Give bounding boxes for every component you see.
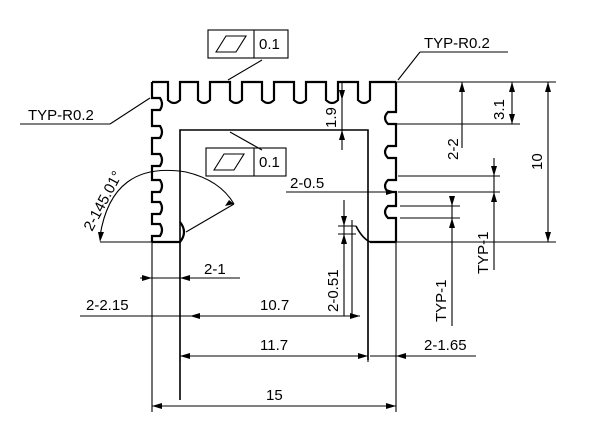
label-10: 10 bbox=[529, 153, 546, 170]
label-2-1: 2-1 bbox=[204, 261, 226, 278]
label-3-1: 3.1 bbox=[491, 99, 508, 120]
label-typ-1-upper: TYP-1 bbox=[475, 231, 492, 274]
angle-dimension bbox=[98, 169, 235, 243]
label-2-2-15: 2-2.15 bbox=[86, 297, 129, 314]
dimension-labels: TYP-R0.2 TYP-R0.2 1.9 3.1 2-2 10 2-145.0… bbox=[28, 35, 546, 404]
top-edge-notched bbox=[152, 80, 396, 105]
label-1-9: 1.9 bbox=[323, 107, 340, 128]
leader-lines bbox=[20, 51, 508, 151]
dimension-lines bbox=[80, 82, 551, 409]
label-typ-r02-top: TYP-R0.2 bbox=[424, 35, 490, 52]
extension-lines bbox=[151, 81, 556, 412]
label-typ-1-lower: TYP-1 bbox=[433, 279, 450, 322]
flatness-symbol-icon bbox=[215, 35, 247, 53]
label-2-0-5: 2-0.5 bbox=[290, 175, 324, 192]
label-typ-r02-left: TYP-R0.2 bbox=[28, 107, 94, 124]
label-15: 15 bbox=[266, 387, 283, 404]
fcf-mid-tolerance: 0.1 bbox=[259, 154, 280, 171]
label-2-2: 2-2 bbox=[445, 138, 462, 160]
flatness-symbol-icon bbox=[213, 153, 245, 171]
label-2-1-65: 2-1.65 bbox=[424, 337, 467, 354]
fcf-top-tolerance: 0.1 bbox=[259, 36, 280, 53]
label-2-0-51: 2-0.51 bbox=[325, 269, 342, 312]
right-edge-notched bbox=[383, 82, 398, 242]
label-angle: 2-145.01° bbox=[81, 168, 127, 234]
left-edge-notched bbox=[150, 82, 164, 242]
label-10-7: 10.7 bbox=[260, 297, 289, 314]
flatness-frame-mid: 0.1 bbox=[205, 147, 287, 177]
flatness-frame-top: 0.1 bbox=[207, 29, 289, 59]
label-11-7: 11.7 bbox=[260, 337, 288, 354]
